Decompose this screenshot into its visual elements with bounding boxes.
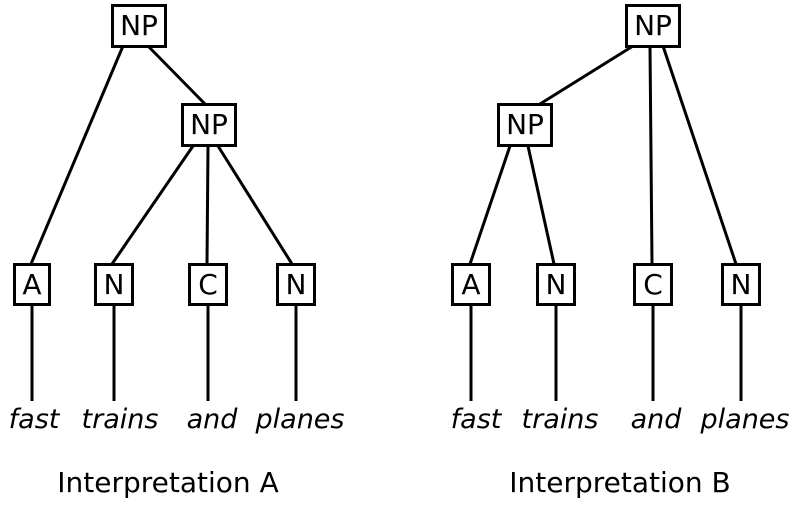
tree-a-inner-np-node: NP — [181, 103, 237, 147]
tree-a-word-and: and — [186, 404, 238, 435]
edge-a-root-to-leaf-a — [29, 45, 125, 265]
edge-b-inner-to-leaf-n1 — [526, 145, 556, 265]
tree-a-root-np-node: NP — [111, 4, 167, 48]
tree-b-word-and: and — [630, 404, 682, 435]
tree-a-leaf-n1-node: N — [94, 263, 134, 306]
edge-a-inner-to-leaf-n2 — [216, 145, 294, 265]
tree-b-leaf-n1-node: N — [536, 263, 576, 306]
tree-b-word-trains: trains — [521, 404, 599, 435]
tree-a-word-trains: trains — [81, 404, 159, 435]
tree-b-caption: Interpretation B — [509, 466, 731, 499]
tree-a-caption: Interpretation A — [57, 466, 279, 499]
edge-a-root-to-inner-np — [146, 44, 207, 106]
tree-b-leaf-c-node: C — [633, 263, 673, 306]
edge-b-root-to-leaf-c — [648, 45, 654, 265]
tree-a-leaf-a-node: A — [13, 263, 51, 306]
tree-b-word-fast: fast — [450, 404, 502, 435]
tree-b-leaf-a-node: A — [451, 263, 491, 306]
tree-b-root-np-node: NP — [625, 4, 681, 48]
edge-b-root-to-leaf-n2 — [661, 45, 738, 265]
tree-a-leaf-n2-node: N — [276, 263, 316, 306]
tree-a-leaf-c-node: C — [188, 263, 228, 306]
tree-a-word-planes: planes — [255, 404, 345, 435]
tree-b-word-planes: planes — [700, 404, 790, 435]
tree-b-leaf-n2-node: N — [721, 263, 761, 306]
tree-a-word-fast: fast — [8, 404, 60, 435]
edge-a-inner-to-leaf-c — [205, 145, 210, 265]
edge-b-root-to-inner-np — [539, 44, 634, 106]
edge-a-inner-to-leaf-n1 — [110, 145, 195, 265]
tree-b-inner-np-node: NP — [497, 103, 553, 147]
edge-b-inner-to-leaf-a — [468, 145, 512, 265]
